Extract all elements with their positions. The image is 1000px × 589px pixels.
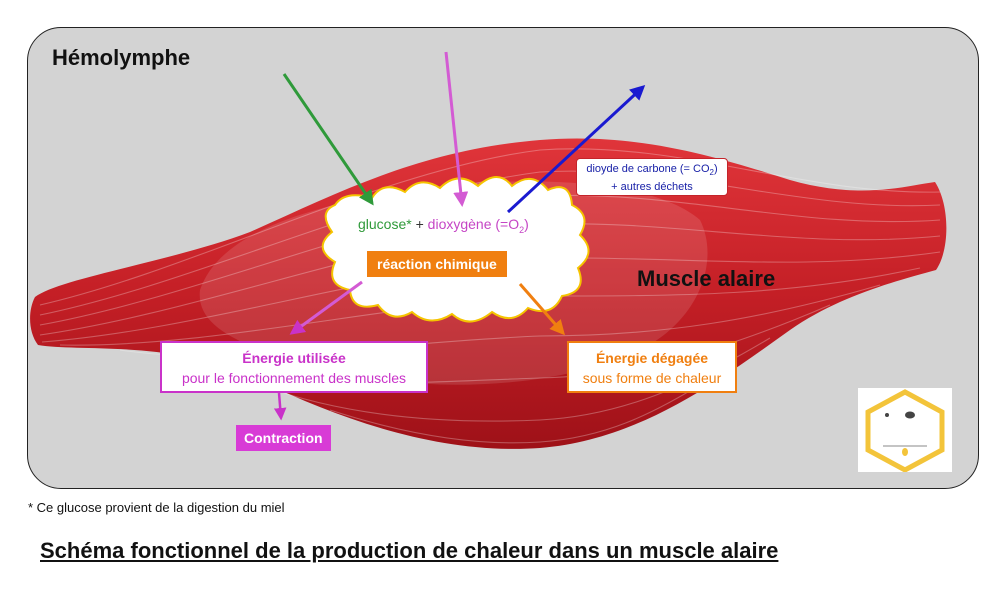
- muscle-label: Muscle alaire: [637, 266, 776, 291]
- energy-used-desc: pour le fonctionnement des muscles: [181, 370, 407, 386]
- hemolymph-label: Hémolymphe: [52, 45, 191, 70]
- oxygen-arrow: [444, 51, 469, 207]
- co2-line2: + autres déchets: [611, 181, 693, 194]
- energy-used-title: Énergie utilisée: [242, 350, 346, 366]
- reaction-cloud: [321, 176, 590, 323]
- dioxygen-label: dioxygène (=O2): [427, 216, 529, 235]
- contraction-label: Contraction: [236, 425, 331, 451]
- chemical-reaction-label: réaction chimique: [367, 251, 507, 277]
- logo: [858, 388, 952, 473]
- plus-sign: +: [415, 216, 424, 232]
- glucose-label: glucose*: [358, 216, 412, 232]
- heat-box: Énergie dégagée sous forme de chaleur: [567, 341, 737, 393]
- reactants-label: glucose* + dioxygène (=O2): [358, 216, 529, 235]
- energy-used-box: Énergie utilisée pour le fonctionnement …: [160, 341, 428, 393]
- co2-box: dioyde de carbone (= CO2) + autres déche…: [576, 158, 728, 196]
- contraction-arrow: [273, 392, 287, 421]
- co2-line1: dioyde de carbone (= CO2): [586, 163, 718, 178]
- footnote: * Ce glucose provient de la digestion du…: [28, 500, 285, 515]
- energy-used-arrow: [289, 280, 363, 335]
- glucose-arrow: [282, 73, 374, 206]
- heat-title: Énergie dégagée: [595, 350, 709, 366]
- co2-arrow: [506, 84, 646, 214]
- heat-desc: sous forme de chaleur: [582, 370, 722, 386]
- honeycomb-logo-icon: [865, 389, 945, 473]
- heat-arrow: [518, 283, 565, 336]
- page-title: Schéma fonctionnel de la production de c…: [40, 538, 779, 563]
